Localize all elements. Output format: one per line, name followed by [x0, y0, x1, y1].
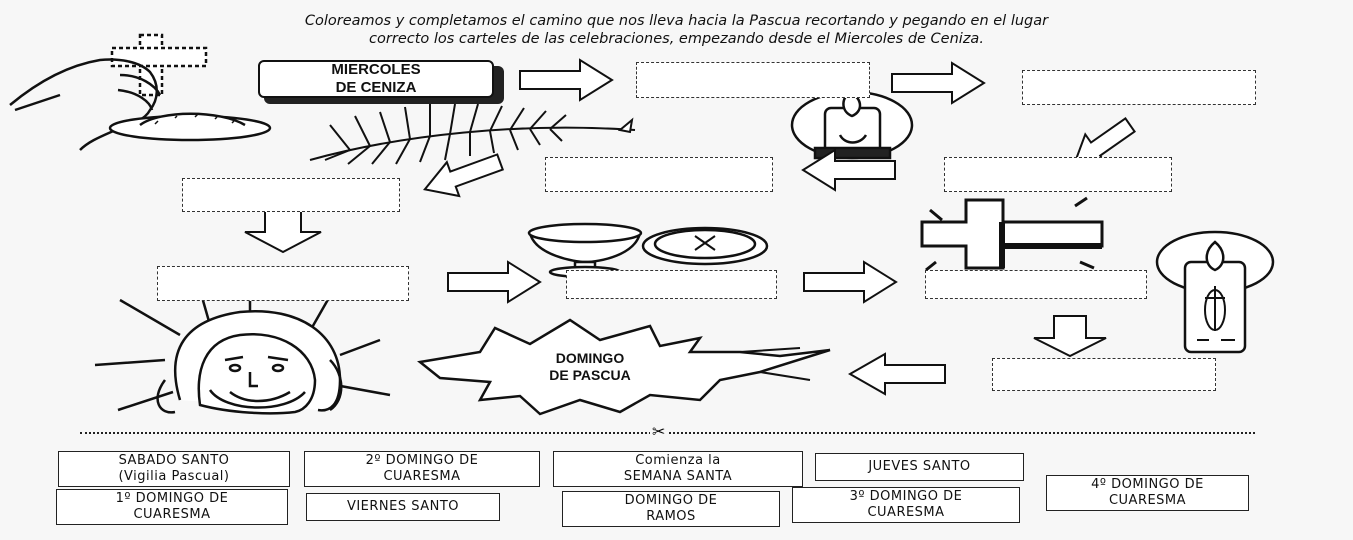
empty-slot-2[interactable] [1022, 70, 1256, 105]
card-line-2: CUARESMA [1108, 493, 1187, 508]
cross-icon [920, 196, 1104, 272]
empty-slot-8[interactable] [925, 270, 1147, 299]
domingo-de-pascua-label: DOMINGO DE PASCUA [520, 350, 660, 384]
arrow-left-3 [847, 352, 946, 396]
end-label-line-1: DOMINGO [555, 350, 625, 366]
card-line-1: 3º DOMINGO DE [849, 489, 963, 504]
cut-line [80, 432, 1255, 434]
instructions-line-2: correcto los carteles de las celebracion… [369, 31, 984, 47]
card-viernes-santo[interactable]: VIERNES SANTO [306, 493, 500, 521]
empty-slot-4[interactable] [545, 157, 773, 192]
card-line-1: JUEVES SANTO [868, 459, 971, 474]
palm-branch-icon [309, 103, 636, 165]
empty-slot-9[interactable] [992, 358, 1216, 391]
empty-slot-5[interactable] [182, 178, 400, 212]
card-line-2: CUARESMA [133, 507, 211, 522]
card-sabado-santo[interactable]: SABADO SANTO(Vigilia Pascual) [58, 451, 290, 487]
paschal-candle-icon [1155, 230, 1275, 354]
empty-slot-3[interactable] [944, 157, 1172, 192]
card-line-2: SEMANA SANTA [623, 469, 733, 484]
risen-jesus-icon [94, 286, 391, 415]
card-line-1: Comienza la [635, 453, 721, 468]
candle-icon [790, 90, 914, 160]
card-line-2: CUARESMA [383, 469, 461, 484]
card-line-1: DOMINGO DE [624, 493, 718, 508]
card-line-2: (Vigilia Pascual) [118, 469, 230, 484]
scissors-icon: ✂ [650, 422, 668, 441]
card-line-2: RAMOS [646, 509, 696, 524]
pascua-burst [417, 318, 831, 416]
arrow-right-3 [447, 261, 541, 303]
card-line-2: CUARESMA [867, 505, 945, 520]
start-label-line-2: DE CENIZA [335, 79, 417, 96]
empty-slot-6[interactable] [157, 266, 409, 301]
arrow-down-2 [1033, 315, 1107, 358]
miercoles-de-ceniza-label: MIERCOLES DE CENIZA [258, 60, 494, 98]
card-jueves-santo[interactable]: JUEVES SANTO [815, 453, 1024, 481]
arrow-left-2 [801, 148, 896, 192]
arrow-right-1 [519, 59, 613, 101]
card-line-1: 2º DOMINGO DE [365, 453, 479, 468]
ash-cross-hand-icon [9, 33, 272, 151]
arrow-down-1 [244, 209, 322, 254]
card-line-1: 1º DOMINGO DE [115, 491, 229, 506]
end-label-line-2: DE PASCUA [549, 367, 631, 383]
card-line-1: VIERNES SANTO [346, 499, 460, 514]
arrow-left-palm [422, 153, 505, 198]
empty-slot-7[interactable] [566, 270, 777, 299]
start-label-line-1: MIERCOLES [331, 61, 421, 78]
card-line-1: 4º DOMINGO DE [1091, 477, 1204, 492]
chalice-icon [527, 222, 769, 279]
card-line-1: SABADO SANTO [118, 453, 230, 468]
instructions-line-1: Coloreamos y completamos el camino que n… [304, 13, 1049, 29]
arrow-right-2 [891, 62, 985, 104]
empty-slot-1[interactable] [636, 62, 870, 98]
arrow-right-4 [803, 261, 897, 303]
